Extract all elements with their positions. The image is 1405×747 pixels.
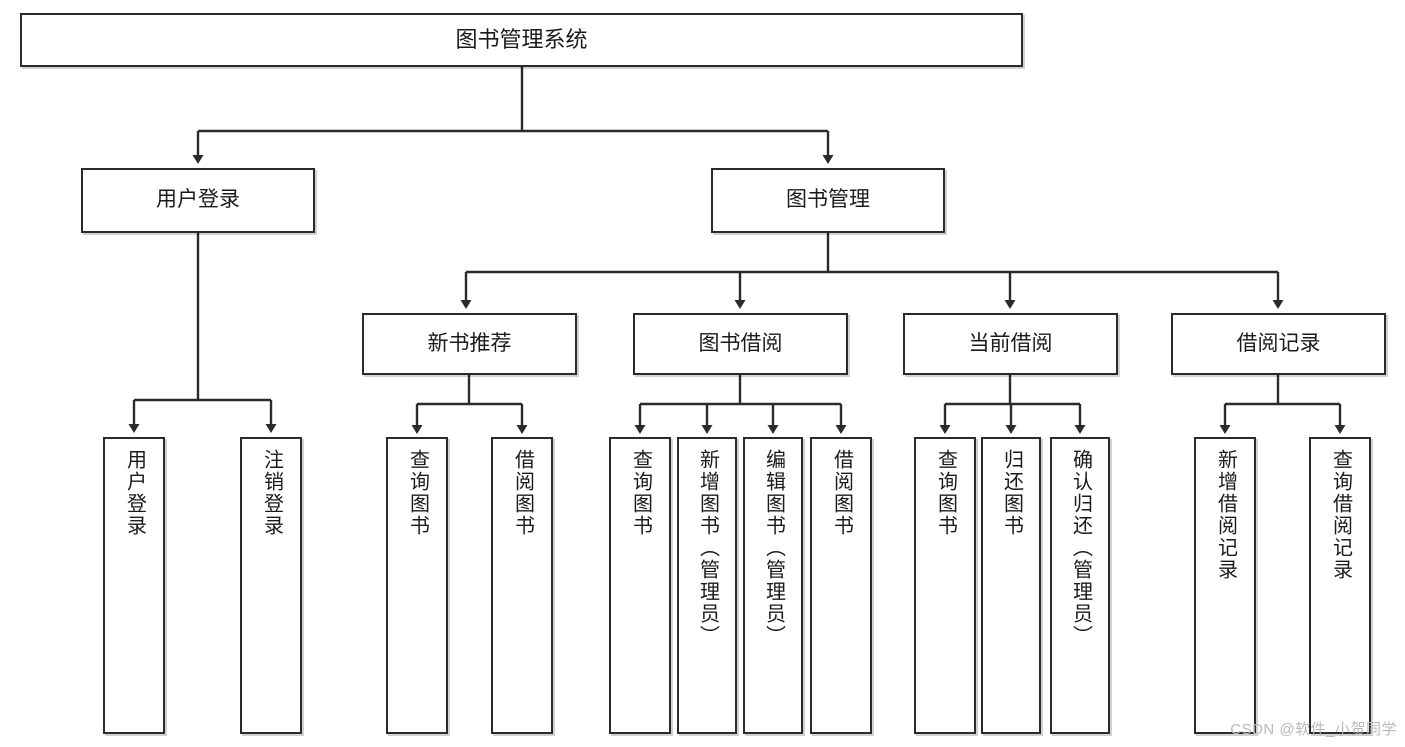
node-label: 新增图书（管理员） — [696, 449, 719, 647]
node-label: 编辑图书（管理员） — [762, 449, 785, 647]
node-leaf-user-login[interactable]: 用户登录 — [103, 437, 165, 734]
node-leaf-query-book-current[interactable]: 查询图书 — [914, 437, 976, 734]
node-book-management[interactable]: 图书管理 — [711, 168, 945, 233]
node-label: 借阅图书 — [830, 449, 853, 537]
node-label: 新增借阅记录 — [1214, 449, 1237, 581]
node-leaf-borrow-book-recommend[interactable]: 借阅图书 — [491, 437, 553, 734]
node-label: 图书管理 — [786, 188, 870, 212]
node-leaf-edit-book-admin[interactable]: 编辑图书（管理员） — [743, 437, 803, 734]
node-leaf-logout-login[interactable]: 注销登录 — [240, 437, 302, 734]
watermark-text: CSDN @软件_小贺同学 — [1230, 721, 1397, 738]
node-leaf-query-borrow-record[interactable]: 查询借阅记录 — [1309, 437, 1371, 734]
node-current-borrow[interactable]: 当前借阅 — [903, 313, 1118, 375]
node-label: 查询图书 — [406, 449, 429, 537]
node-label: 查询图书 — [934, 449, 957, 537]
node-leaf-add-borrow-record[interactable]: 新增借阅记录 — [1194, 437, 1256, 734]
node-leaf-add-book-admin[interactable]: 新增图书（管理员） — [677, 437, 737, 734]
node-label: 注销登录 — [260, 449, 283, 537]
node-leaf-query-book-borrow[interactable]: 查询图书 — [609, 437, 671, 734]
node-label: 借阅记录 — [1236, 331, 1321, 355]
node-label: 确认归还（管理员） — [1069, 449, 1092, 647]
node-leaf-confirm-return-admin[interactable]: 确认归还（管理员） — [1050, 437, 1110, 734]
node-leaf-borrow-book[interactable]: 借阅图书 — [810, 437, 872, 734]
node-leaf-query-book-recommend[interactable]: 查询图书 — [386, 437, 448, 734]
node-label: 查询图书 — [629, 449, 652, 537]
node-label: 用户登录 — [123, 449, 146, 537]
node-label: 借阅图书 — [511, 449, 534, 537]
node-new-book-recommend[interactable]: 新书推荐 — [362, 313, 577, 375]
node-leaf-return-book[interactable]: 归还图书 — [981, 437, 1041, 734]
node-label: 图书借阅 — [698, 331, 783, 355]
node-borrow-record[interactable]: 借阅记录 — [1171, 313, 1386, 375]
node-label: 用户登录 — [156, 188, 240, 212]
node-label: 查询借阅记录 — [1329, 449, 1352, 581]
node-label: 归还图书 — [1000, 449, 1023, 537]
node-book-borrow[interactable]: 图书借阅 — [633, 313, 848, 375]
node-label: 新书推荐 — [427, 331, 512, 355]
node-user-login[interactable]: 用户登录 — [81, 168, 315, 233]
node-label: 当前借阅 — [968, 331, 1053, 355]
node-root-system[interactable]: 图书管理系统 — [20, 13, 1023, 67]
node-label: 图书管理系统 — [455, 27, 588, 53]
